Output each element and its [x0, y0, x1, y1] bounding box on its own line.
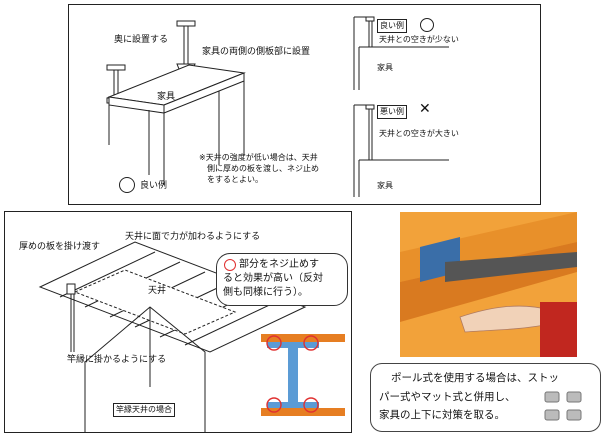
red-circle-icon: [224, 259, 236, 271]
caption-box: 竿縁天井の場合: [113, 403, 175, 417]
pole-info-box: ポール式を使用する場合は、ストッ パー式やマット式と併用し、 家具の上下に対策を…: [370, 363, 601, 432]
note-line-1: ※天井の強度が低い場合は、天井: [199, 153, 318, 162]
pole-line-3: 家具の上下に対策を取る。: [379, 409, 505, 421]
good-example-label: 良い例: [140, 181, 167, 191]
good-furniture-label: 家具: [377, 63, 393, 72]
good-gap-label: 天井との空きが少ない: [379, 35, 459, 44]
furniture-label: 家具: [157, 92, 175, 102]
force-label: 天井に面で力が加わるようにする: [125, 232, 260, 242]
beam-label: 竿縁に掛かるようにする: [67, 355, 166, 365]
pole-line-2: パー式やマット式と併用し、: [379, 391, 516, 403]
bottom-left-panel: 天井に面で力が加わるようにする 厚めの板を掛け渡す 天井 竿縁に掛かるようにする…: [4, 211, 352, 433]
bad-gap-label: 天井との空きが大きい: [379, 129, 459, 138]
screw-line-2: ると効果が高い（反対: [223, 273, 323, 285]
good-circle-icon: [119, 177, 135, 193]
ceiling-label: 天井: [148, 286, 166, 296]
side-board-label: 家具の両側の側板部に設置: [202, 47, 310, 57]
note-line-2: 側に厚めの板を渡し、ネジ止め: [207, 164, 319, 173]
ceiling-back-label: 奥に設置する: [114, 35, 168, 45]
screw-line-1: 部分をネジ止めす: [239, 259, 319, 271]
board-label: 厚めの板を掛け渡す: [19, 242, 100, 252]
bad-cross-icon: ✕: [419, 101, 431, 117]
bad-furniture-label: 家具: [377, 181, 393, 190]
screw-line-3: 側も同様に行う）。: [223, 287, 308, 299]
bad-tag: 悪い例: [377, 105, 407, 119]
pole-photo-illustration: [400, 212, 577, 357]
screw-callout: 部分をネジ止めす ると効果が高い（反対 側も同様に行う）。: [216, 253, 348, 306]
note-line-3: をするとよい。: [207, 175, 263, 184]
pole-photo: [400, 212, 577, 357]
top-panel: 奥に設置する 家具の両側の側板部に設置 家具 ※天井の強度が低い場合は、天井 側…: [68, 4, 541, 205]
pole-line-1: ポール式を使用する場合は、ストッ: [391, 372, 559, 384]
mat-pads-icon: [541, 390, 591, 426]
good-tag: 良い例: [377, 19, 407, 33]
good-circle-icon-small: [420, 18, 434, 32]
